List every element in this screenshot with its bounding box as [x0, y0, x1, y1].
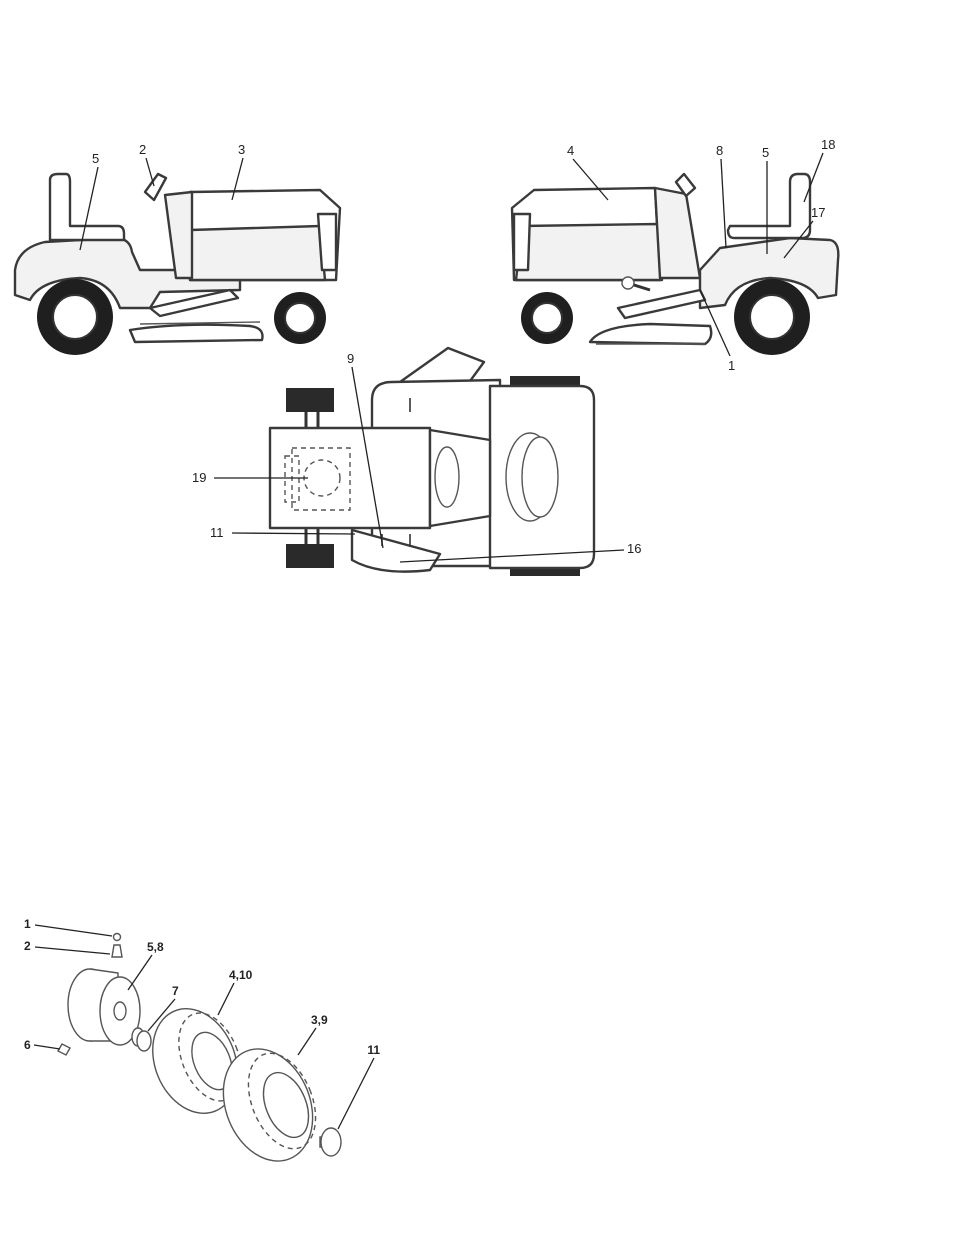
label-11-top: 11	[210, 525, 224, 540]
hub-cap-part	[320, 1128, 341, 1156]
label-5-left: 5	[92, 151, 99, 166]
label-5-8-wheel: 5,8	[147, 940, 164, 954]
label-8-right: 8	[716, 143, 723, 158]
label-19-top: 19	[192, 470, 206, 485]
tractor-decal-diagram: 5 2 3 4 8 5 18	[0, 130, 954, 580]
valve-cap-part	[114, 934, 121, 941]
label-16-top: 16	[627, 541, 641, 556]
wheel-rim-part	[68, 969, 140, 1045]
label-2-left: 2	[139, 142, 146, 157]
label-3-left: 3	[238, 142, 245, 157]
tractor-decal-svg: 5 2 3 4 8 5 18	[0, 130, 954, 580]
label-1-wheel: 1	[24, 917, 31, 931]
valve-stem-part	[112, 945, 122, 957]
label-7-wheel: 7	[172, 984, 179, 998]
bushing-part	[132, 1028, 151, 1051]
label-17-right: 17	[811, 205, 825, 220]
label-4-right: 4	[567, 143, 574, 158]
wheel-assembly-diagram: 1 2 5,8 7 4,10 3,9 6 11	[20, 915, 390, 1170]
tractor-left-side-view: 5 2 3	[15, 142, 340, 355]
tractor-top-view: 9 19 11 16	[192, 348, 641, 576]
label-11-wheel: 11	[367, 1043, 380, 1057]
label-18-right: 18	[821, 137, 835, 152]
label-3-9-wheel: 3,9	[311, 1013, 328, 1027]
label-9-top: 9	[347, 351, 354, 366]
label-6-wheel: 6	[24, 1038, 31, 1052]
label-2-wheel: 2	[24, 939, 31, 953]
wheel-assembly-svg: 1 2 5,8 7 4,10 3,9 6 11	[20, 915, 390, 1170]
label-4-10-wheel: 4,10	[229, 968, 253, 982]
label-5-right: 5	[762, 145, 769, 160]
tractor-right-side-view: 4 8 5 18 17 1	[512, 137, 838, 373]
label-1-right: 1	[728, 358, 735, 373]
